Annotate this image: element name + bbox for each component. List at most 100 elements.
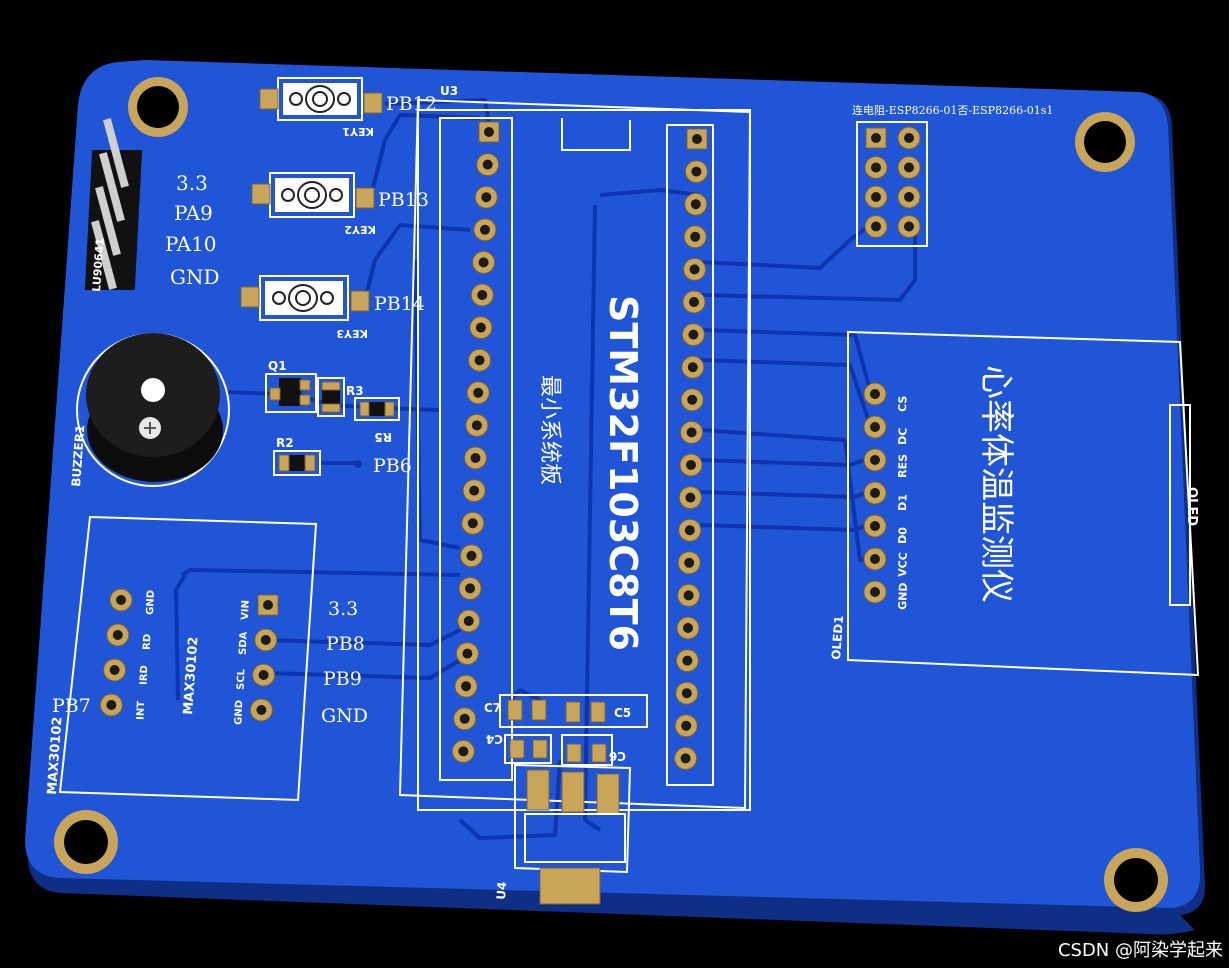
key1-ref: KEY1: [342, 125, 374, 138]
resistor-r2-ref: R2: [276, 436, 294, 450]
serial-pin-4: GND: [170, 265, 220, 289]
sensor-left-pins: GND RD IRD INT: [99, 588, 157, 720]
oled-pin-label: GND: [896, 582, 910, 610]
key1-net: PB12: [386, 93, 437, 115]
mcu-pin-left: [461, 511, 485, 535]
sensor-left-pin-label: IRD: [139, 665, 151, 685]
sensor-left-pin: [99, 693, 123, 717]
mounting-hole-tl: [128, 77, 188, 137]
sensor-right-pin-label: SCL: [236, 668, 248, 690]
esp-header: 连电阻-ESP8266-01否-ESP8266-01s1: [852, 104, 1053, 247]
oled-pin-label: D1: [896, 494, 910, 511]
mcu-pin-left: [470, 283, 494, 307]
sensor-left-pin-label: RD: [142, 634, 154, 650]
serial-pin-2: PA9: [174, 201, 213, 225]
oled-pin-label: CS: [896, 395, 910, 412]
sensor-net-3: PB9: [323, 668, 362, 690]
mcu-pin-right: [676, 616, 700, 640]
mcu-pin-right: [683, 257, 707, 281]
mcu-pin-left: [465, 413, 489, 437]
mcu-pin-left: [474, 185, 498, 209]
sensor-right-pin-label: SDA: [238, 631, 250, 655]
oled-pin: [863, 382, 887, 406]
esp-pin: [897, 156, 921, 179]
resistor-r3-ref: R3: [346, 384, 364, 398]
sensor-right-pin-label: VIN: [240, 600, 252, 620]
mcu-pin-right: [678, 518, 702, 542]
cap-c4-ref: C4: [486, 732, 503, 746]
serial-header: LU90641 3.3 PA9 PA10 GND: [84, 118, 220, 293]
mcu-pin-left: [458, 576, 482, 600]
oled-pin: [863, 481, 887, 505]
sensor-left-pin-label: INT: [135, 701, 147, 720]
mcu-pin-right: [681, 355, 705, 379]
board-surface: [25, 60, 1201, 908]
mcu-pin-right: [686, 128, 708, 150]
sensor-right-pin: [252, 663, 276, 687]
esp-pin: [897, 185, 921, 209]
mcu-pin-left: [478, 121, 500, 143]
key3-ref: KEY3: [336, 327, 368, 340]
sensor-right-pin-label: GND: [233, 700, 245, 725]
serial-pin-1: 3.3: [176, 171, 208, 195]
mcu-part: STM32F103C8T6: [601, 295, 645, 651]
mcu-pin-left: [451, 739, 475, 763]
mcu-pin-right: [675, 681, 699, 705]
sensor-right-pins: VIN SDA SCL GND: [233, 594, 279, 725]
mcu-pin-left: [453, 707, 477, 731]
sensor-left-pin: [106, 623, 130, 647]
sensor-left-pin-label: GND: [145, 590, 157, 615]
mcu-pin-left: [457, 609, 481, 633]
cap-c7-ref: C7: [484, 701, 501, 715]
key2-ref: KEY2: [344, 223, 376, 236]
esp-pin: [865, 127, 887, 149]
capacitors: C7 C5 C4 C6: [484, 694, 648, 766]
key2-net: PB13: [378, 189, 429, 211]
mcu-pin-right: [677, 583, 701, 607]
mcu-pin-right: [674, 714, 698, 738]
buzzer: BUZZER1: [69, 333, 230, 487]
sensor-net-1: 3.3: [328, 598, 358, 620]
mcu-pin-right: [684, 192, 708, 216]
oled-pin-label: RES: [896, 454, 910, 478]
esp-pin: [864, 156, 888, 179]
mcu-pin-right: [675, 649, 699, 673]
esp-pin: [897, 126, 921, 150]
sensor-net-4: GND: [321, 705, 368, 727]
mcu-pin-left: [459, 544, 483, 568]
sensor-right-pin: [254, 628, 278, 652]
mcu-pin-left: [476, 153, 500, 177]
oled-side-label: OLED: [1184, 487, 1199, 526]
sensor-left-pin: [109, 588, 133, 612]
serial-header-ref: LU90641: [90, 238, 107, 293]
buzzer-ref: BUZZER1: [69, 424, 87, 487]
esp-pin: [864, 185, 888, 209]
mounting-hole-bl: [54, 810, 118, 874]
mcu-pin-right: [674, 746, 698, 770]
sensor-right-pin: [257, 594, 279, 616]
sensor-left-pin: [103, 658, 127, 682]
transistor-q1: Q1: [265, 359, 317, 413]
mcu-pin-left: [462, 479, 486, 503]
key1: KEY1 PB12: [259, 77, 437, 138]
regulator-u4: U4: [494, 763, 632, 905]
serial-pin-3: PA10: [165, 232, 217, 256]
oled-pin: [863, 580, 887, 604]
mcu-pin-right: [683, 225, 707, 249]
regulator-ref: U4: [494, 881, 509, 900]
mcu-pins-right: [674, 128, 708, 770]
mcu-pin-right: [677, 551, 701, 575]
mcu-pin-left: [468, 348, 492, 372]
sensor-right-pin: [249, 698, 273, 722]
cap-c5-ref: C5: [614, 706, 631, 720]
mounting-hole-tr: [1075, 112, 1135, 172]
resistor-r5: R5: [354, 397, 400, 444]
mcu-pin-right: [681, 323, 705, 347]
esp-pin: [864, 215, 888, 238]
mcu-pin-right: [679, 453, 703, 477]
sensor-ref-outline: MAX30102: [45, 716, 65, 795]
mcu-pin-right: [682, 290, 706, 314]
